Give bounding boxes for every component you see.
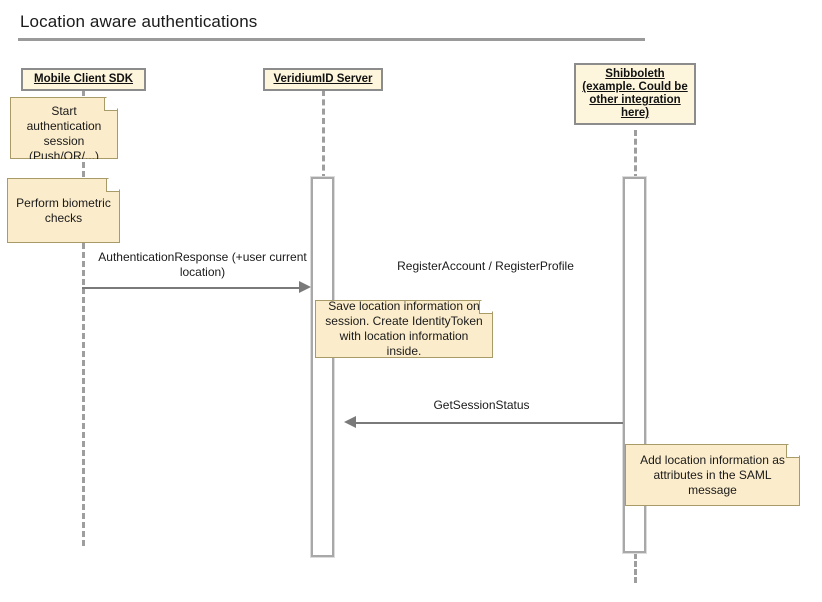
arrowhead-right-icon — [299, 281, 311, 293]
note-save-location-information[interactable]: Save location information on session. Cr… — [315, 300, 493, 358]
message-arrow-get-session-status — [356, 422, 623, 424]
participant-label-line: VeridiumID Server — [273, 73, 373, 85]
title-divider — [18, 38, 645, 41]
participant-shibboleth[interactable]: Shibboleth (example. Could be other inte… — [574, 63, 696, 125]
note-line: with location information inside. — [339, 329, 469, 358]
participant-label-line: Shibboleth — [605, 68, 665, 80]
note-line: Add location information as — [640, 452, 785, 467]
note-line: attributes in the SAML — [653, 467, 772, 482]
note-line: Start — [51, 104, 77, 118]
message-arrow-authentication-response — [82, 287, 300, 289]
note-line: message — [688, 482, 737, 497]
message-label-line: RegisterAccount / RegisterProfile — [397, 259, 574, 273]
message-label-line: AuthenticationResponse (+user current — [98, 250, 307, 264]
page-title: Location aware authentications — [20, 12, 258, 31]
note-line: session — [43, 134, 85, 148]
participant-veridiumid-server[interactable]: VeridiumID Server — [263, 68, 383, 91]
note-line: (Push/QR/...) — [28, 149, 99, 163]
note-fold-icon — [106, 179, 119, 192]
lifeline-veridiumid-server — [322, 90, 325, 180]
lifeline-mobile-client-sdk — [82, 90, 85, 546]
lifeline-shibboleth — [634, 130, 637, 180]
message-label-line: GetSessionStatus — [433, 398, 530, 412]
note-line: Save location information on — [328, 299, 480, 313]
message-label-line: location) — [179, 265, 226, 279]
arrowhead-left-icon — [344, 416, 356, 428]
participant-label-line: other integration — [589, 94, 681, 106]
participant-label-line: here) — [620, 107, 650, 119]
note-perform-biometric-checks[interactable]: Perform biometric checks — [7, 178, 120, 243]
message-label-authentication-response: AuthenticationResponse (+user current lo… — [85, 250, 320, 280]
note-fold-icon — [786, 445, 799, 458]
participant-mobile-client-sdk[interactable]: Mobile Client SDK — [21, 68, 146, 91]
note-line: session. Create IdentityToken — [325, 314, 483, 328]
note-line: checks — [44, 210, 83, 225]
message-label-register-account: RegisterAccount / RegisterProfile — [340, 259, 631, 274]
activation-bar-veridiumid-server — [310, 176, 335, 558]
note-line: Perform biometric — [16, 195, 111, 210]
note-start-authentication[interactable]: Start authentication session (Push/QR/..… — [10, 97, 118, 159]
lifeline-shibboleth-tail — [634, 553, 637, 583]
participant-label-line: Mobile Client SDK — [33, 73, 134, 85]
message-label-get-session-status: GetSessionStatus — [336, 398, 627, 413]
note-line: authentication — [26, 119, 102, 133]
participant-label-line: (example. Could be — [582, 81, 688, 93]
note-add-location-saml[interactable]: Add location information as attributes i… — [625, 444, 800, 506]
